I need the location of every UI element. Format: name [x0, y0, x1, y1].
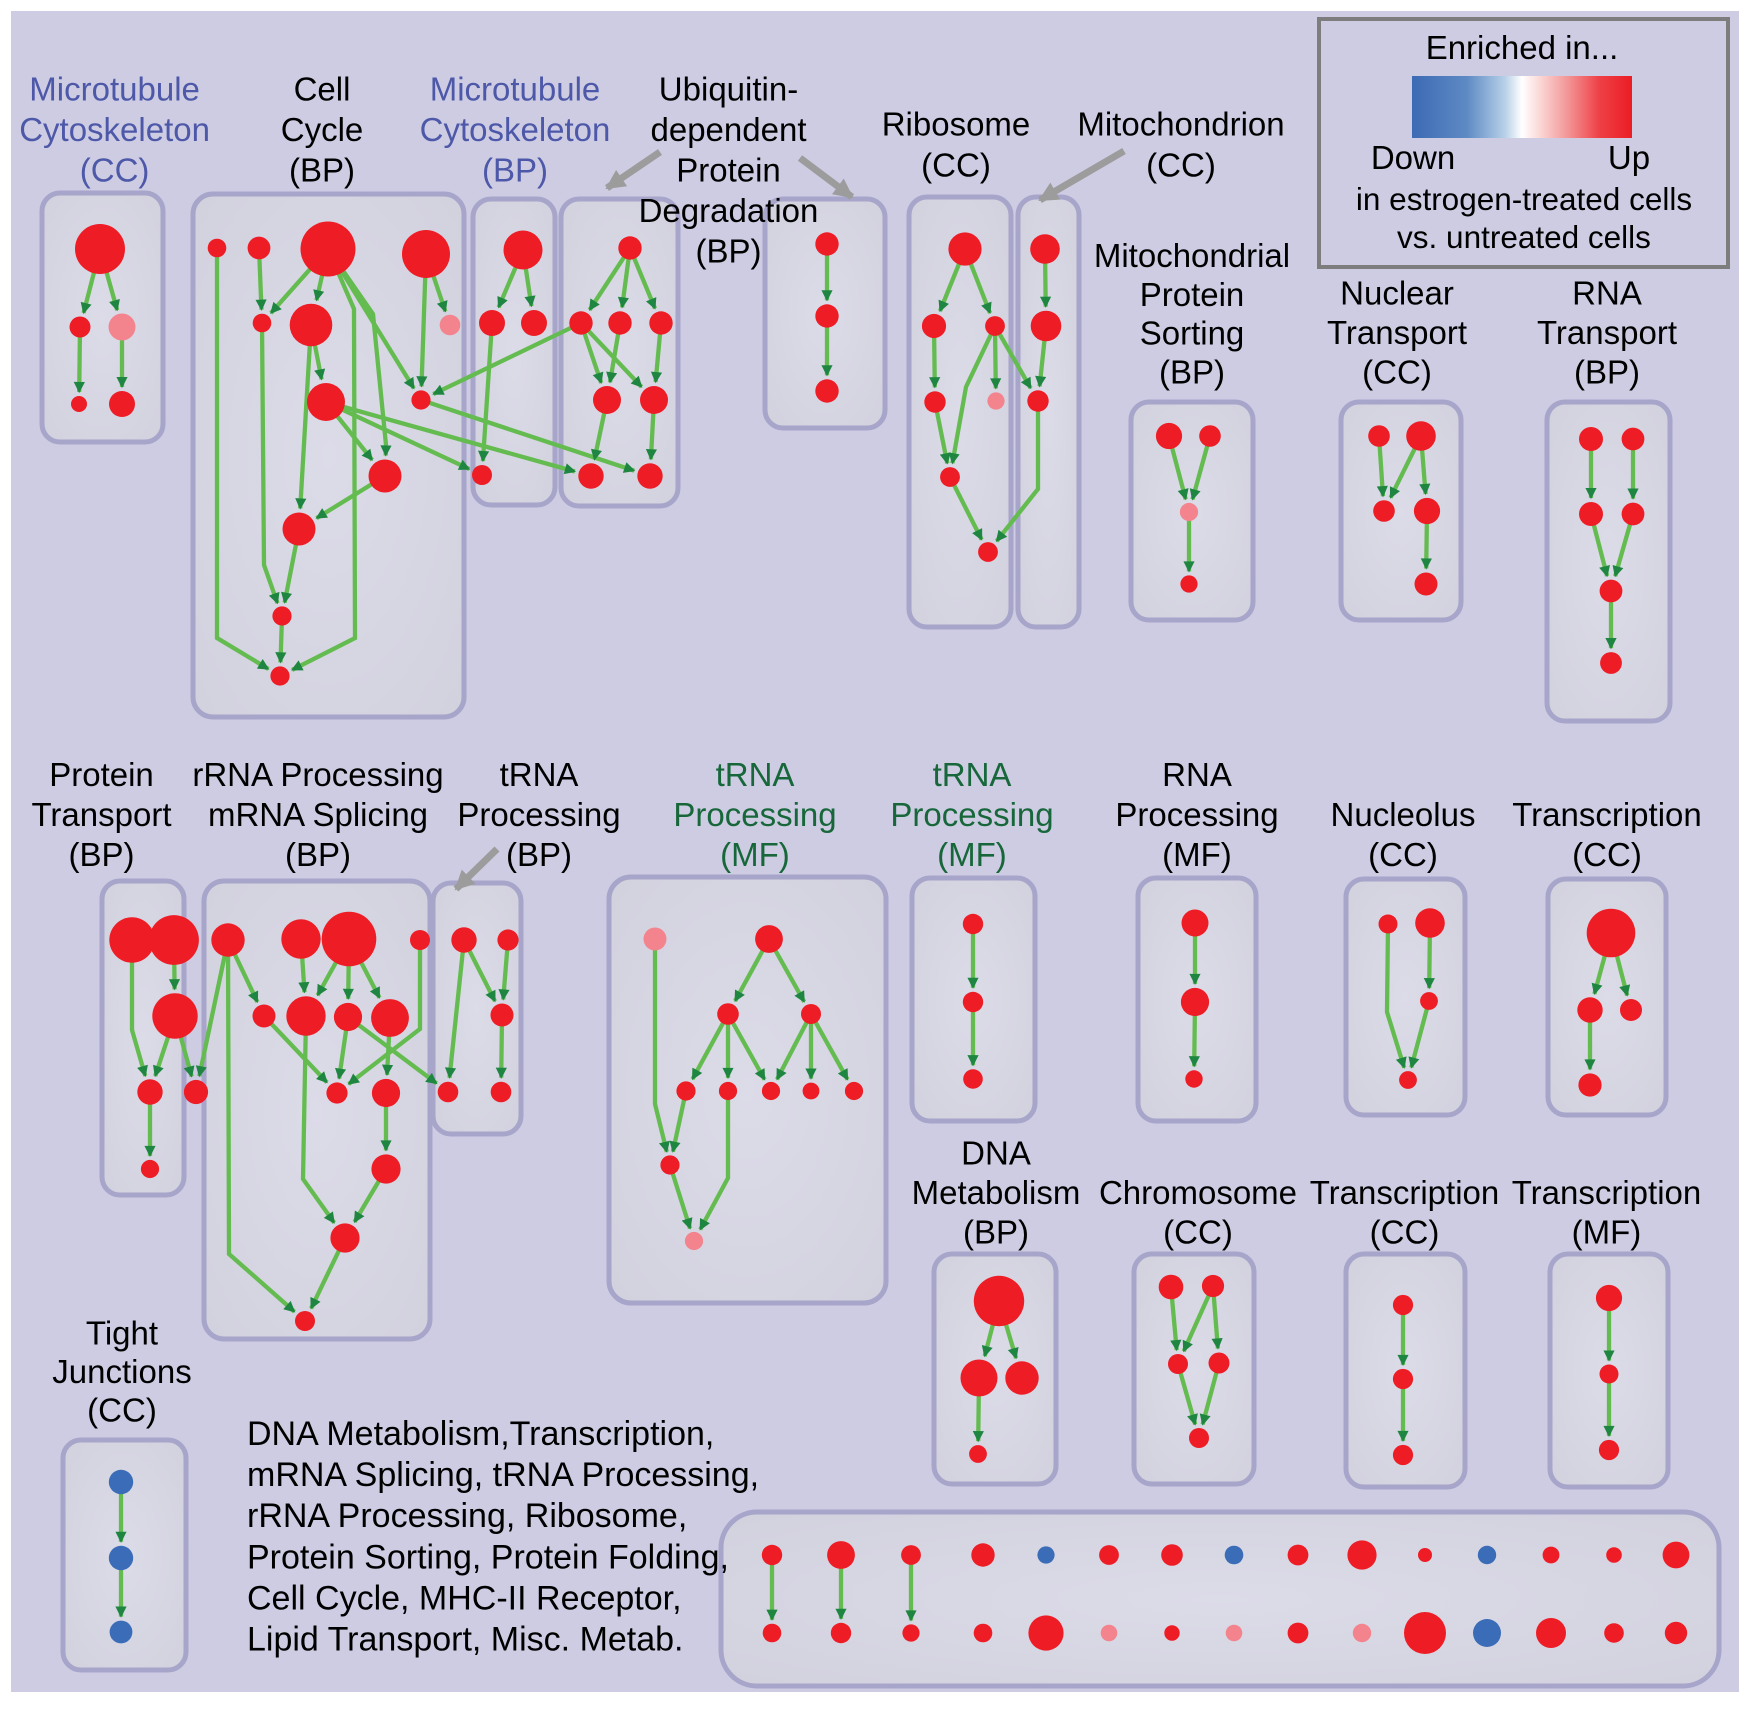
- svg-text:DNA: DNA: [961, 1135, 1031, 1172]
- svg-text:Mitochondrial: Mitochondrial: [1094, 237, 1290, 274]
- svg-text:(CC): (CC): [1572, 836, 1642, 873]
- svg-text:Transport: Transport: [1327, 314, 1467, 351]
- svg-text:RNA: RNA: [1572, 275, 1642, 312]
- svg-text:Protein Sorting, Protein Foldi: Protein Sorting, Protein Folding,: [247, 1538, 729, 1576]
- svg-text:(BP): (BP): [69, 836, 135, 873]
- svg-text:(CC): (CC): [87, 1392, 157, 1429]
- svg-text:Ribosome: Ribosome: [882, 106, 1031, 143]
- svg-text:(BP): (BP): [289, 152, 355, 189]
- svg-text:Nuclear: Nuclear: [1340, 275, 1454, 312]
- svg-text:Transcription: Transcription: [1512, 796, 1702, 833]
- svg-text:(BP): (BP): [285, 836, 351, 873]
- svg-text:(BP): (BP): [963, 1214, 1029, 1251]
- svg-text:Transcription: Transcription: [1512, 1174, 1702, 1211]
- svg-text:in estrogen-treated cells: in estrogen-treated cells: [1356, 181, 1692, 217]
- svg-text:Metabolism: Metabolism: [912, 1174, 1081, 1211]
- svg-text:Microtubule: Microtubule: [29, 71, 200, 108]
- svg-text:DNA Metabolism,Transcription,: DNA Metabolism,Transcription,: [247, 1415, 714, 1453]
- svg-text:rRNA Processing: rRNA Processing: [192, 756, 443, 793]
- svg-text:dependent: dependent: [651, 111, 807, 148]
- svg-text:Degradation: Degradation: [639, 192, 819, 229]
- svg-text:(CC): (CC): [80, 152, 150, 189]
- svg-text:(CC): (CC): [1163, 1214, 1233, 1251]
- svg-text:mRNA Splicing, tRNA Processing: mRNA Splicing, tRNA Processing,: [247, 1456, 759, 1494]
- svg-text:(CC): (CC): [1368, 836, 1438, 873]
- svg-text:Processing: Processing: [1115, 796, 1278, 833]
- svg-text:Enriched in...: Enriched in...: [1426, 29, 1619, 66]
- svg-text:Processing: Processing: [890, 796, 1053, 833]
- svg-text:Ubiquitin-: Ubiquitin-: [659, 71, 798, 108]
- svg-text:Processing: Processing: [457, 796, 620, 833]
- svg-text:Nucleolus: Nucleolus: [1331, 796, 1476, 833]
- svg-text:Protein: Protein: [676, 152, 781, 189]
- svg-text:(MF): (MF): [1572, 1214, 1642, 1251]
- svg-text:(CC): (CC): [1370, 1214, 1440, 1251]
- svg-text:vs. untreated cells: vs. untreated cells: [1397, 219, 1651, 255]
- svg-text:(CC): (CC): [921, 147, 991, 184]
- svg-text:Junctions: Junctions: [52, 1353, 191, 1390]
- svg-text:Cytoskeleton: Cytoskeleton: [420, 111, 611, 148]
- svg-text:(BP): (BP): [482, 152, 548, 189]
- svg-text:(BP): (BP): [1574, 354, 1640, 391]
- svg-text:(BP): (BP): [506, 836, 572, 873]
- svg-text:Transport: Transport: [32, 796, 172, 833]
- svg-text:Transport: Transport: [1537, 314, 1677, 351]
- svg-text:(BP): (BP): [1159, 353, 1225, 390]
- svg-text:(CC): (CC): [1146, 147, 1216, 184]
- svg-text:(MF): (MF): [937, 836, 1007, 873]
- svg-text:Sorting: Sorting: [1140, 315, 1245, 352]
- svg-text:Processing: Processing: [673, 796, 836, 833]
- svg-text:tRNA: tRNA: [500, 756, 579, 793]
- svg-text:Up: Up: [1608, 139, 1650, 176]
- svg-text:tRNA: tRNA: [933, 756, 1012, 793]
- svg-text:Lipid Transport, Misc. Metab.: Lipid Transport, Misc. Metab.: [247, 1621, 684, 1659]
- svg-text:Protein: Protein: [1140, 276, 1245, 313]
- svg-text:(MF): (MF): [1162, 836, 1232, 873]
- svg-text:(CC): (CC): [1362, 354, 1432, 391]
- svg-text:Mitochondrion: Mitochondrion: [1077, 106, 1284, 143]
- svg-text:Tight: Tight: [86, 1315, 158, 1352]
- svg-text:Cycle: Cycle: [281, 111, 364, 148]
- svg-text:Protein: Protein: [49, 756, 154, 793]
- svg-text:(MF): (MF): [720, 836, 790, 873]
- svg-text:mRNA Splicing: mRNA Splicing: [208, 796, 428, 833]
- svg-text:Cell Cycle, MHC-II Receptor,: Cell Cycle, MHC-II Receptor,: [247, 1579, 682, 1617]
- svg-text:Cell: Cell: [294, 71, 351, 108]
- svg-text:tRNA: tRNA: [716, 756, 795, 793]
- svg-text:Chromosome: Chromosome: [1099, 1174, 1297, 1211]
- svg-text:RNA: RNA: [1162, 756, 1232, 793]
- svg-text:Down: Down: [1371, 139, 1455, 176]
- svg-text:Cytoskeleton: Cytoskeleton: [19, 111, 210, 148]
- svg-text:rRNA Processing, Ribosome,: rRNA Processing, Ribosome,: [247, 1497, 687, 1535]
- svg-text:Transcription: Transcription: [1310, 1174, 1500, 1211]
- svg-text:(BP): (BP): [696, 233, 762, 270]
- svg-text:Microtubule: Microtubule: [430, 71, 601, 108]
